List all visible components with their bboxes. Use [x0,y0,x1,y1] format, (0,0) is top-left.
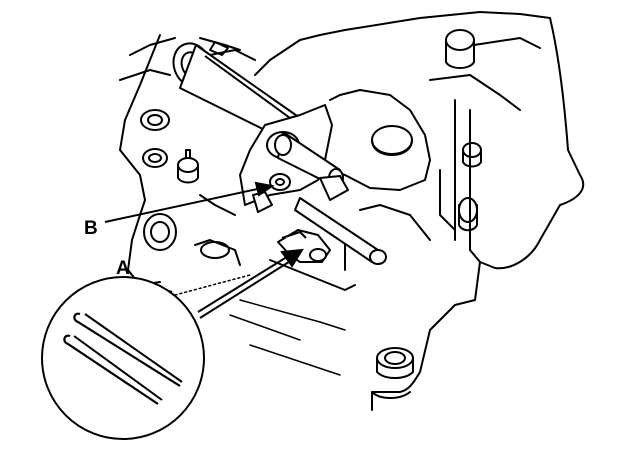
callout-b-leader [104,181,275,223]
callout-label-b: B [84,218,98,239]
callout-a-detail [41,248,304,440]
housing-casting [119,11,585,421]
callout-label-a: A [116,258,130,279]
detail-magnifier-circle [41,276,205,440]
shaft-assembly [172,42,387,265]
